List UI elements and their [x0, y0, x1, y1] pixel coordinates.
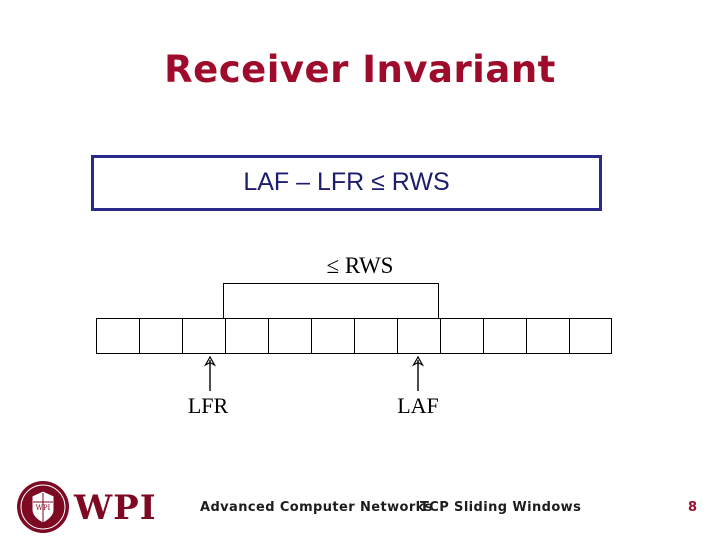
invariant-formula: LAF – LFR ≤ RWS	[243, 168, 450, 196]
receive-window-bracket	[223, 283, 439, 319]
laf-label: LAF	[397, 393, 439, 418]
buffer-cell	[182, 318, 225, 354]
page-number: 8	[688, 500, 698, 515]
buffer-cell	[139, 318, 182, 354]
invariant-box	[91, 155, 602, 211]
footer-topic: TCP Sliding Windows	[420, 500, 582, 515]
buffer-cell	[569, 318, 612, 354]
buffer-cell	[311, 318, 354, 354]
footer-course: Advanced Computer Networks	[200, 500, 433, 515]
buffer-cell	[526, 318, 569, 354]
svg-text:WPI: WPI	[36, 504, 51, 512]
page-title: Receiver Invariant	[164, 48, 556, 91]
lfr-label: LFR	[187, 393, 229, 418]
wpi-logo: WPI WPI	[16, 478, 171, 534]
laf-arrow-icon	[411, 355, 425, 391]
buffer-cell	[268, 318, 311, 354]
buffer-cell	[225, 318, 268, 354]
window-size-label: ≤ RWS	[326, 253, 394, 278]
buffer-cell	[397, 318, 440, 354]
buffer-cell-strip	[96, 318, 612, 354]
buffer-cell	[96, 318, 139, 354]
wpi-wordmark: WPI	[74, 488, 157, 528]
buffer-cell	[483, 318, 526, 354]
wpi-seal-icon: WPI	[16, 480, 70, 534]
buffer-cell	[354, 318, 397, 354]
lfr-arrow-icon	[203, 355, 217, 391]
buffer-cell	[440, 318, 483, 354]
